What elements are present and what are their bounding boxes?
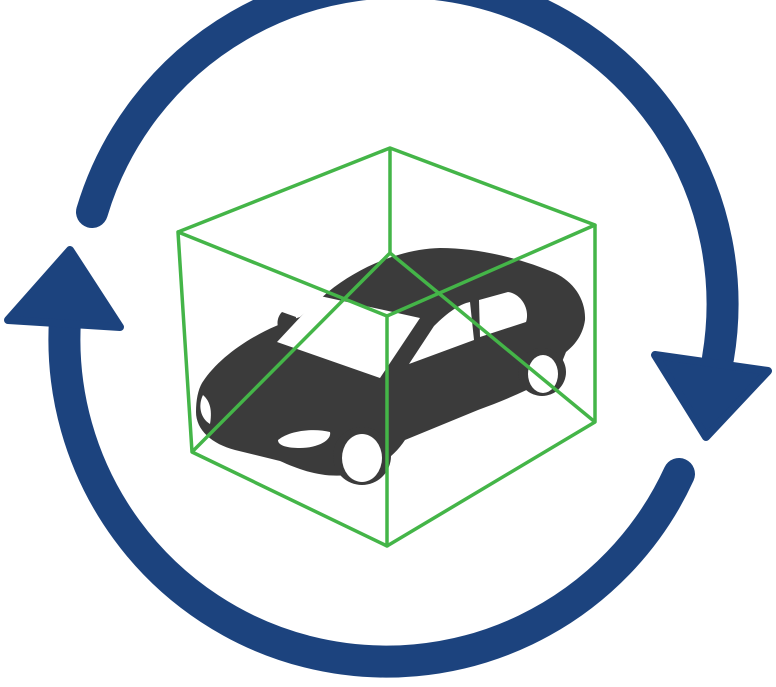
box-top-face [177, 146, 597, 318]
box-back-edges [190, 148, 597, 454]
car-headlight [278, 430, 331, 448]
car-front-rim [342, 434, 382, 482]
left-arrowhead [4, 246, 124, 331]
box-right-face [386, 225, 597, 548]
lower-arc-arrow [48, 304, 695, 678]
car-icon [196, 248, 586, 485]
car-front-light [200, 395, 211, 424]
upper-arc-arrow [76, 0, 739, 374]
bounding-box-icon [176, 146, 597, 548]
right-arrowhead [651, 351, 772, 441]
car-rear-window [479, 292, 528, 337]
refresh-arrows-icon [4, 0, 772, 678]
car-front-window [409, 302, 474, 364]
